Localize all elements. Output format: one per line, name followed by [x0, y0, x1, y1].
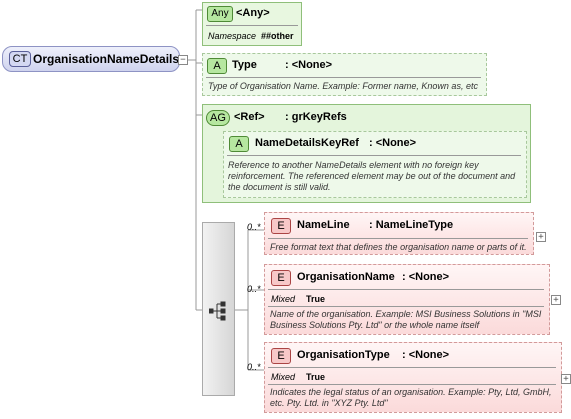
- element-badge: E: [271, 270, 291, 286]
- any-title: <Any>: [236, 7, 270, 19]
- element-type: : <None>: [402, 271, 450, 283]
- namespace-value: ##other: [261, 31, 294, 41]
- element-description: Name of the organisation. Example: MSI B…: [270, 309, 542, 330]
- type-attr-description: Type of Organisation Name. Example: Form…: [208, 81, 478, 91]
- attribute-badge: A: [207, 58, 227, 74]
- element-name: NameLine: [297, 219, 350, 231]
- type-attribute-box[interactable]: A Type : <None> Type of Organisation Nam…: [202, 53, 487, 96]
- sequence-compositor-icon: [209, 301, 226, 321]
- attribute-group-badge: AG: [206, 110, 230, 126]
- multiplicity-label: 0..*: [247, 362, 261, 372]
- plus-icon[interactable]: +: [536, 232, 546, 242]
- element-badge: E: [271, 348, 291, 364]
- root-complex-type[interactable]: CT OrganisationNameDetails: [2, 46, 180, 72]
- type-attr-type: : <None>: [285, 59, 333, 71]
- element-box-organisationname[interactable]: E OrganisationName : <None> Mixed True N…: [264, 264, 550, 335]
- attribute-group-box[interactable]: AG <Ref> : grKeyRefs A NameDetailsKeyRef…: [202, 104, 531, 203]
- plus-icon[interactable]: +: [551, 295, 561, 305]
- root-name: OrganisationNameDetails: [33, 52, 180, 66]
- plus-icon[interactable]: +: [561, 374, 571, 384]
- key-ref-name: NameDetailsKeyRef: [255, 137, 359, 149]
- key-ref-attribute-box[interactable]: A NameDetailsKeyRef : <None> Reference t…: [223, 131, 527, 198]
- element-type: : <None>: [402, 349, 450, 361]
- mixed-value: True: [306, 372, 326, 382]
- any-badge: Any: [207, 6, 233, 22]
- attribute-badge: A: [229, 136, 249, 152]
- multiplicity-label: 0..*: [247, 222, 261, 232]
- element-description: Indicates the legal status of an organis…: [270, 387, 552, 408]
- attr-group-ref: <Ref>: [234, 111, 265, 123]
- any-element-box[interactable]: Any <Any> Namespace ##other: [202, 2, 302, 46]
- complex-type-badge: CT: [9, 51, 31, 67]
- attr-group-name: : grKeyRefs: [285, 111, 347, 123]
- element-name: OrganisationName: [297, 271, 395, 283]
- mixed-label: Mixed: [271, 372, 296, 382]
- mixed-label: Mixed: [271, 294, 296, 304]
- namespace-label: Namespace: [208, 31, 257, 41]
- key-ref-description: Reference to another NameDetails element…: [228, 160, 516, 192]
- plus-icon[interactable]: −: [178, 55, 188, 65]
- element-description: Free format text that defines the organi…: [270, 242, 527, 252]
- type-attr-name: Type: [232, 59, 257, 71]
- element-type: : NameLineType: [369, 219, 454, 231]
- sequence-compositor[interactable]: [202, 222, 235, 396]
- element-box-organisationtype[interactable]: E OrganisationType : <None> Mixed True I…: [264, 342, 562, 413]
- multiplicity-label: 0..*: [247, 284, 261, 294]
- element-name: OrganisationType: [297, 349, 390, 361]
- element-box-nameline[interactable]: E NameLine : NameLineType Free format te…: [264, 212, 534, 255]
- mixed-value: True: [306, 294, 326, 304]
- element-badge: E: [271, 218, 291, 234]
- key-ref-type: : <None>: [369, 137, 417, 149]
